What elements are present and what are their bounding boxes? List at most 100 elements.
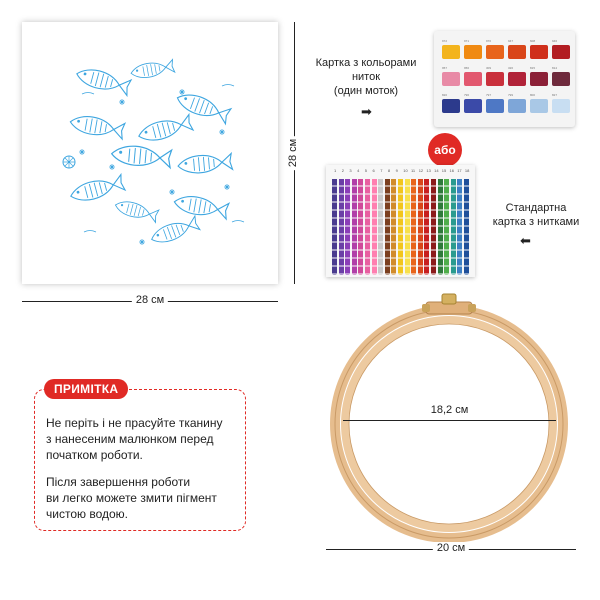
card-number: 11 bbox=[411, 168, 416, 173]
skein-number: 970 bbox=[486, 39, 492, 43]
fabric-height-label: 28 см bbox=[287, 135, 300, 171]
note-p1-line2: з нанесеним малюнком перед bbox=[46, 432, 214, 446]
thread-strand bbox=[338, 179, 344, 275]
thread-strand bbox=[464, 179, 469, 275]
card-number: 6 bbox=[372, 168, 375, 173]
thread-strand bbox=[358, 179, 364, 275]
thread-skein bbox=[552, 99, 570, 113]
card-number: 17 bbox=[457, 168, 462, 173]
thread-skein bbox=[508, 99, 526, 113]
card-number: 3 bbox=[349, 168, 352, 173]
skein-number: 309 bbox=[486, 66, 492, 70]
color-card-caption-line1: Картка з кольорами bbox=[315, 57, 417, 69]
thread-strand bbox=[332, 179, 337, 275]
thread-skein bbox=[552, 45, 570, 59]
card-number: 13 bbox=[426, 168, 431, 173]
thread-skein bbox=[442, 99, 460, 113]
color-card-caption-line3: (один моток) bbox=[333, 85, 399, 97]
card-number: 14 bbox=[434, 168, 439, 173]
arrow-right-icon: ➡ bbox=[361, 104, 372, 119]
fish-icon bbox=[68, 58, 234, 248]
skein-number: 827 bbox=[552, 93, 558, 97]
thread-skein bbox=[442, 72, 460, 86]
skein-number: 971 bbox=[464, 39, 470, 43]
thread-strand bbox=[424, 179, 430, 275]
card-number: 1 bbox=[334, 168, 337, 173]
thread-strand bbox=[437, 179, 443, 275]
thread-skein bbox=[486, 99, 504, 113]
skein-number: 608 bbox=[530, 39, 536, 43]
skein-number: 957 bbox=[442, 66, 448, 70]
standard-card-caption-line2: картка з нитками bbox=[492, 216, 580, 228]
standard-card-caption: Стандартна картка з нитками bbox=[478, 201, 594, 229]
note-paragraph-1: Не періть і не прасуйте тканину з нанесе… bbox=[46, 415, 246, 463]
thread-strand bbox=[398, 179, 403, 275]
standard-card-caption-line1: Стандартна bbox=[505, 202, 567, 214]
thread-skein bbox=[508, 72, 526, 86]
arrow-left-icon: ⬅ bbox=[520, 233, 531, 248]
hoop-inner-dimension: 18,2 см bbox=[343, 404, 556, 421]
fabric-with-pattern bbox=[22, 22, 278, 284]
thread-strand bbox=[371, 179, 377, 275]
fabric-width-dimension: 28 см bbox=[22, 292, 278, 312]
thread-skein bbox=[486, 72, 504, 86]
skein-number: 972 bbox=[442, 39, 448, 43]
skein-number: 820 bbox=[442, 93, 448, 97]
thread-strand bbox=[457, 179, 463, 275]
thread-strand bbox=[351, 179, 357, 275]
note-box bbox=[34, 389, 246, 531]
card-number: 5 bbox=[364, 168, 368, 173]
note-p2-line3: чистою водою. bbox=[46, 507, 128, 521]
thread-strand bbox=[431, 179, 436, 275]
note-p1-line1: Не періть і не прасуйте тканину bbox=[46, 416, 223, 430]
card-number: 9 bbox=[395, 168, 398, 173]
thread-strand bbox=[365, 179, 370, 275]
fabric-height-dimension: 28 см bbox=[286, 22, 304, 284]
skein-number: 797 bbox=[486, 93, 492, 97]
card-number: 12 bbox=[418, 168, 424, 173]
fabric-width-label: 28 см bbox=[131, 294, 169, 306]
skein-number: 800 bbox=[530, 93, 536, 97]
thread-skein bbox=[464, 72, 482, 86]
card-number: 18 bbox=[464, 168, 470, 173]
thread-skein bbox=[486, 45, 504, 59]
skein-number: 815 bbox=[530, 66, 536, 70]
skein-number: 947 bbox=[508, 39, 514, 43]
thread-skein bbox=[530, 45, 548, 59]
hoop-outer-label: 20 см bbox=[432, 542, 470, 554]
thread-strand bbox=[450, 179, 456, 275]
color-card: 972 971 970 947 608 946 957 956 309 326 815 814 820 7… bbox=[434, 31, 575, 127]
thread-strand bbox=[378, 179, 384, 275]
thread-skein bbox=[442, 45, 460, 59]
card-number: 7 bbox=[380, 168, 383, 173]
thread-strand bbox=[345, 179, 351, 275]
thread-strand bbox=[384, 179, 390, 275]
hoop-inner-label: 18,2 см bbox=[430, 404, 469, 416]
hoop-outer-dimension: 20 см bbox=[326, 540, 576, 560]
thread-strand bbox=[444, 179, 450, 275]
thread-skein bbox=[552, 72, 570, 86]
thread-skein bbox=[530, 72, 548, 86]
thread-skein bbox=[464, 45, 482, 59]
color-card-caption-line2: ниток bbox=[351, 71, 381, 83]
note-p1-line3: початком роботи. bbox=[46, 448, 143, 462]
card-number: 4 bbox=[357, 168, 360, 173]
skein-number: 326 bbox=[508, 66, 514, 70]
skein-number: 946 bbox=[552, 39, 558, 43]
thread-skein bbox=[464, 99, 482, 113]
color-card-caption: Картка з кольорами ниток (один моток) bbox=[306, 56, 426, 98]
skein-number: 956 bbox=[464, 66, 470, 70]
skein-number: 796 bbox=[464, 93, 470, 97]
card-number: 16 bbox=[449, 168, 454, 173]
card-number: 10 bbox=[403, 168, 408, 173]
card-number: 8 bbox=[387, 168, 391, 173]
thread-strand bbox=[404, 179, 410, 275]
note-p2-line2: ви легко можете змити пігмент bbox=[46, 491, 217, 505]
skein-number: 799 bbox=[508, 93, 514, 97]
note-p2-line1: Після завершення роботи bbox=[46, 475, 191, 489]
note-paragraph-2: Після завершення роботи ви легко можете … bbox=[46, 474, 246, 522]
fish-pattern bbox=[62, 58, 245, 248]
skein-number: 814 bbox=[552, 66, 558, 70]
thread-strand bbox=[417, 179, 423, 275]
